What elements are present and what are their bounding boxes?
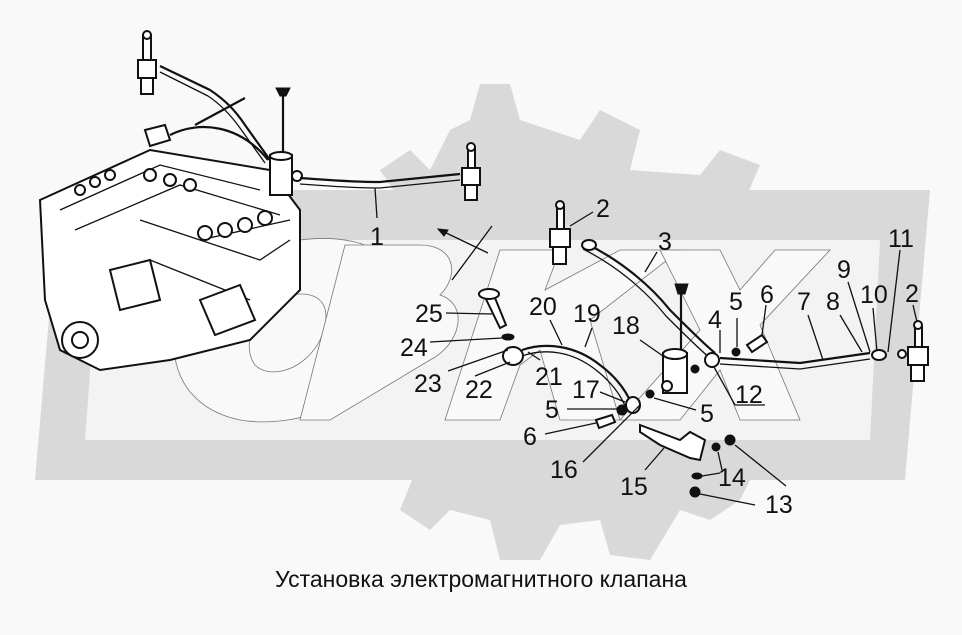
pipe-1-inner bbox=[299, 179, 461, 189]
pipe-3-inner bbox=[582, 248, 711, 359]
bolt-13-lower bbox=[689, 486, 701, 498]
leader-13a bbox=[734, 444, 787, 487]
watermark-letter-b bbox=[299, 244, 459, 421]
callout-16: 16 bbox=[550, 456, 578, 484]
leader-1 bbox=[374, 187, 378, 219]
leader-10 bbox=[872, 307, 878, 353]
pipe-7 bbox=[719, 351, 871, 365]
bracket-15 bbox=[639, 423, 707, 462]
washer-14-lower bbox=[691, 472, 703, 480]
callout-23: 23 bbox=[414, 370, 442, 398]
leader-16 bbox=[582, 404, 641, 463]
injector-2-right bbox=[897, 320, 929, 382]
view-arrow bbox=[436, 225, 493, 281]
callout-6-upper: 6 bbox=[760, 281, 774, 309]
callout-labels: 1 2 2 3 4 5 5 5 6 6 7 8 9 10 11 12 13 14… bbox=[370, 195, 919, 519]
washer-24 bbox=[501, 333, 515, 341]
callout-7: 7 bbox=[797, 288, 811, 316]
callout-6-lower: 6 bbox=[523, 423, 537, 451]
pipe-top-overflow bbox=[194, 97, 246, 126]
leader-22 bbox=[474, 361, 511, 377]
callout-25: 25 bbox=[415, 300, 443, 328]
leader-15 bbox=[644, 447, 665, 471]
callout-2-middle: 2 bbox=[596, 195, 610, 223]
callout-24: 24 bbox=[400, 334, 428, 362]
leader-24 bbox=[429, 337, 503, 343]
bolt-25-head bbox=[478, 288, 500, 300]
callout-2-right: 2 bbox=[905, 280, 919, 308]
leader-13b bbox=[699, 493, 756, 506]
leader-8 bbox=[839, 314, 863, 353]
callout-12: 12 bbox=[735, 381, 763, 409]
leader-6b bbox=[544, 422, 597, 435]
leader-2b bbox=[912, 304, 918, 323]
bolt-13-upper bbox=[724, 434, 736, 446]
pipe-7-inner bbox=[719, 358, 871, 370]
callout-5-lower-left: 5 bbox=[545, 396, 559, 424]
bolt-6-lower bbox=[594, 413, 617, 430]
banjo-fitting-16 bbox=[625, 396, 641, 414]
fuel-pump-assembly bbox=[38, 123, 301, 372]
callout-9: 9 bbox=[837, 256, 851, 284]
callout-20: 20 bbox=[529, 293, 557, 321]
injector-top-left bbox=[137, 30, 157, 95]
callout-18: 18 bbox=[612, 312, 640, 340]
leader-2a bbox=[569, 211, 594, 227]
pipe-3 bbox=[584, 242, 716, 354]
injector-upper-right bbox=[461, 142, 481, 201]
callout-4: 4 bbox=[708, 306, 722, 334]
leader-19 bbox=[584, 327, 593, 348]
pipe-20-inner bbox=[521, 351, 627, 409]
callout-21: 21 bbox=[535, 363, 563, 391]
washer-5-lower-left bbox=[616, 404, 628, 416]
callout-22: 22 bbox=[465, 376, 493, 404]
callout-5-upper: 5 bbox=[729, 288, 743, 316]
washer-14-upper bbox=[711, 442, 721, 452]
solenoid-on-pump bbox=[269, 87, 303, 196]
callout-17: 17 bbox=[572, 376, 600, 404]
solenoid-valve-18 bbox=[661, 283, 689, 394]
leader-5c bbox=[653, 397, 697, 411]
callout-11: 11 bbox=[888, 225, 914, 253]
leader-21 bbox=[527, 351, 541, 361]
leader-17 bbox=[599, 391, 626, 403]
callout-15: 15 bbox=[620, 473, 648, 501]
leader-11 bbox=[887, 249, 901, 353]
leader-20 bbox=[549, 319, 563, 346]
pipe-return-top-inner bbox=[159, 71, 266, 164]
pipe-top-curve bbox=[169, 125, 269, 161]
leader-9 bbox=[847, 281, 871, 353]
leader-7 bbox=[807, 314, 824, 361]
leader-6a bbox=[761, 304, 767, 336]
callout-19: 19 bbox=[573, 300, 601, 328]
callout-8: 8 bbox=[826, 288, 840, 316]
leader-25 bbox=[445, 312, 493, 315]
washer-5-lower-right bbox=[645, 389, 655, 399]
leader-14b bbox=[701, 472, 721, 477]
injector-2-middle bbox=[549, 200, 571, 265]
bolt-6-upper bbox=[745, 333, 769, 354]
callout-3: 3 bbox=[658, 228, 672, 256]
callout-10: 10 bbox=[860, 281, 888, 309]
pipe-1 bbox=[299, 172, 461, 184]
washer-5-mid bbox=[690, 364, 700, 374]
fitting-22 bbox=[502, 346, 524, 366]
callout-5-lower-right: 5 bbox=[700, 400, 714, 428]
callout-1: 1 bbox=[370, 223, 384, 251]
leader-14a bbox=[717, 451, 723, 471]
pipe-3-fitting bbox=[581, 239, 597, 251]
leader-3 bbox=[644, 251, 658, 273]
callout-13: 13 bbox=[765, 491, 793, 519]
leader-18 bbox=[639, 339, 664, 357]
diagram-caption: Установка электромагнитного клапана bbox=[275, 566, 687, 592]
leader-23 bbox=[447, 349, 509, 372]
banjo-fitting-4 bbox=[704, 352, 720, 368]
leader-12 bbox=[713, 366, 736, 406]
pipe-20 bbox=[521, 344, 634, 406]
callout-14: 14 bbox=[718, 464, 746, 492]
washer-5-upper bbox=[731, 347, 741, 357]
nut-10 bbox=[871, 349, 887, 361]
